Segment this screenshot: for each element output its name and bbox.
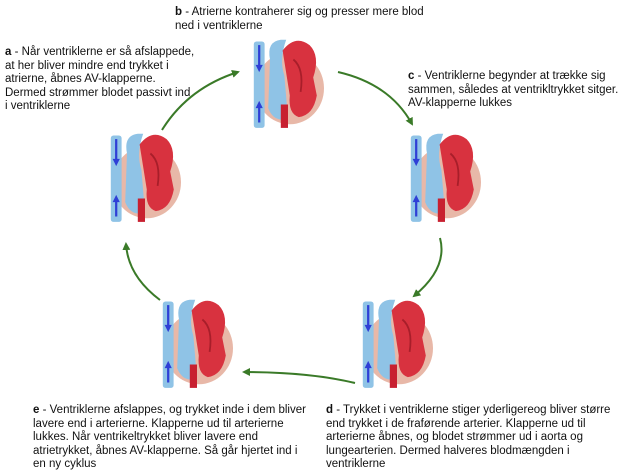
arrow-d-to-e <box>242 368 356 384</box>
heart-illustration-d <box>361 298 435 390</box>
caption-e: e - Ventriklerne afslappes, og trykket i… <box>33 404 306 471</box>
caption-b-letter: b <box>175 6 183 18</box>
caption-e-letter: e <box>33 404 40 416</box>
heart-illustration-c <box>409 132 483 224</box>
arrow-c-to-d <box>412 237 443 298</box>
caption-d: d - Trykket i ventriklerne stiger yderli… <box>326 404 611 471</box>
caption-e-text: Ventriklerne afslappes, og trykket inde … <box>33 404 306 471</box>
arrow-a-to-b <box>161 70 240 131</box>
heart-illustration-e <box>161 298 235 390</box>
caption-a-text: Når ventriklerne er så afslappede, at he… <box>5 46 195 113</box>
caption-b-text: Atrierne kontraherer sig og presser mere… <box>175 6 424 32</box>
heart-illustration-b <box>252 38 326 130</box>
caption-d-letter: d <box>326 404 334 416</box>
caption-a-letter: a <box>5 46 12 58</box>
caption-b: b - Atrierne kontraherer sig og presser … <box>175 6 424 32</box>
caption-c: c - Ventriklerne begynder at trække sig … <box>408 70 619 110</box>
caption-c-letter: c <box>408 70 415 82</box>
caption-a: a - Når ventriklerne er så afslappede, a… <box>5 46 195 113</box>
caption-c-text: Ventriklerne begynder at trække sig samm… <box>408 70 619 110</box>
caption-d-text: Trykket i ventriklerne stiger yderligere… <box>326 404 611 471</box>
arrow-b-to-c <box>337 71 413 126</box>
heart-illustration-a <box>109 132 183 224</box>
arrow-e-to-a <box>122 242 161 301</box>
